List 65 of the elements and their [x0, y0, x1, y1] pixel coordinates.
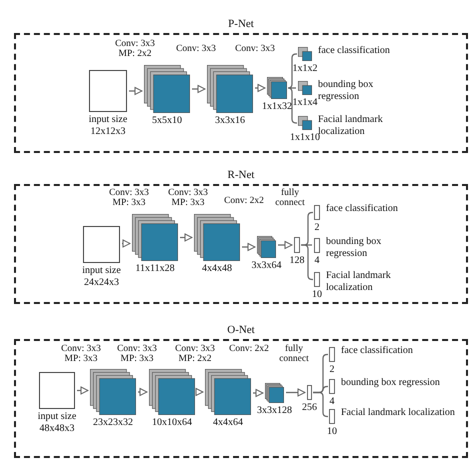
layer-operation-label: Conv: 3x3 MP: 2x2: [114, 39, 156, 60]
bracket-line: [313, 392, 328, 418]
arrow: [122, 240, 130, 248]
layer-operation-label: Conv: 3x3 MP: 3x3: [167, 188, 209, 209]
arrow: [138, 388, 148, 396]
dimension-label: 23x23x32: [93, 417, 133, 428]
dimension-label: 4x4x64: [213, 417, 243, 428]
layer-operation-label: Conv: 3x3 MP: 3x3: [60, 344, 102, 365]
arrow: [255, 84, 266, 92]
layer-operation-label: Conv: 3x3 MP: 3x3: [116, 344, 158, 365]
output-name-label: face classification: [326, 203, 398, 214]
dimension-label: 10x10x64: [152, 417, 192, 428]
layer-operation-label: Conv: 2x2: [229, 344, 269, 354]
arrow: [278, 241, 292, 249]
bracket-line: [289, 87, 296, 89]
dimension-label: 3x3x128: [257, 405, 292, 416]
panel-title: O-Net: [227, 324, 255, 337]
output-name-label: Facial landmark localization: [341, 407, 455, 418]
arrow: [180, 234, 192, 242]
bracket-line: [287, 53, 297, 89]
output-name-label: face classification: [318, 45, 390, 56]
dimension-label: 4x4x48: [202, 263, 232, 274]
dimension-label: 3x3x64: [252, 260, 282, 272]
dimension-label: 4: [330, 396, 334, 408]
bracket-line: [287, 87, 297, 124]
layer-operation-label: fully connect: [278, 344, 310, 365]
dimension-label: 1x1x4: [292, 97, 318, 108]
output-name-label: Facial landmark localization: [318, 114, 384, 136]
layer-operation-label: fully connect: [274, 188, 306, 209]
dimension-label: 10: [312, 289, 322, 300]
bracket-line: [301, 244, 313, 280]
dimension-label: 1x1x10: [290, 132, 320, 144]
dimension-label: 3x3x16: [215, 115, 245, 126]
dimension-label: input size 24x24x3: [81, 265, 122, 288]
output-name-label: bounding box regression: [326, 236, 382, 259]
dimension-label: 10: [327, 426, 337, 438]
layer-operation-label: Conv: 3x3 MP: 3x3: [108, 188, 150, 209]
panel-title: R-Net: [228, 169, 254, 182]
dimension-label: 4: [314, 255, 320, 266]
dimension-label: 5x5x10: [152, 115, 182, 126]
panel-title: P-Net: [228, 18, 254, 31]
layer-operation-label: Conv: 3x3 MP: 2x2: [174, 344, 216, 365]
layer-operation-label: Conv: 2x2: [224, 196, 264, 206]
dimension-label: 128: [290, 255, 304, 266]
output-name-label: bounding box regression: [341, 377, 440, 388]
output-name-label: Facial landmark localization: [326, 270, 392, 293]
arrow: [196, 388, 204, 396]
dimension-label: 256: [302, 402, 317, 414]
dimension-label: 1x1x2: [292, 63, 318, 74]
output-name-label: bounding box regression: [318, 79, 374, 102]
dimension-label: input size 12x12x3: [88, 114, 128, 137]
dimension-label: 11x11x28: [135, 263, 175, 274]
layer-operation-label: Conv: 3x3: [176, 44, 216, 54]
arrow: [253, 389, 264, 397]
dimension-label: 2: [314, 222, 320, 234]
dimension-label: input size 48x48x3: [36, 411, 78, 434]
arrow: [77, 386, 88, 394]
layer-operation-label: Conv: 3x3: [235, 44, 275, 54]
dimension-label: 2: [330, 364, 334, 376]
dimension-label: 1x1x32: [262, 101, 292, 112]
arrow: [242, 243, 256, 251]
arrow: [129, 87, 142, 95]
arrow: [286, 388, 306, 396]
output-name-label: face classification: [341, 345, 413, 356]
arrow: [192, 85, 206, 93]
